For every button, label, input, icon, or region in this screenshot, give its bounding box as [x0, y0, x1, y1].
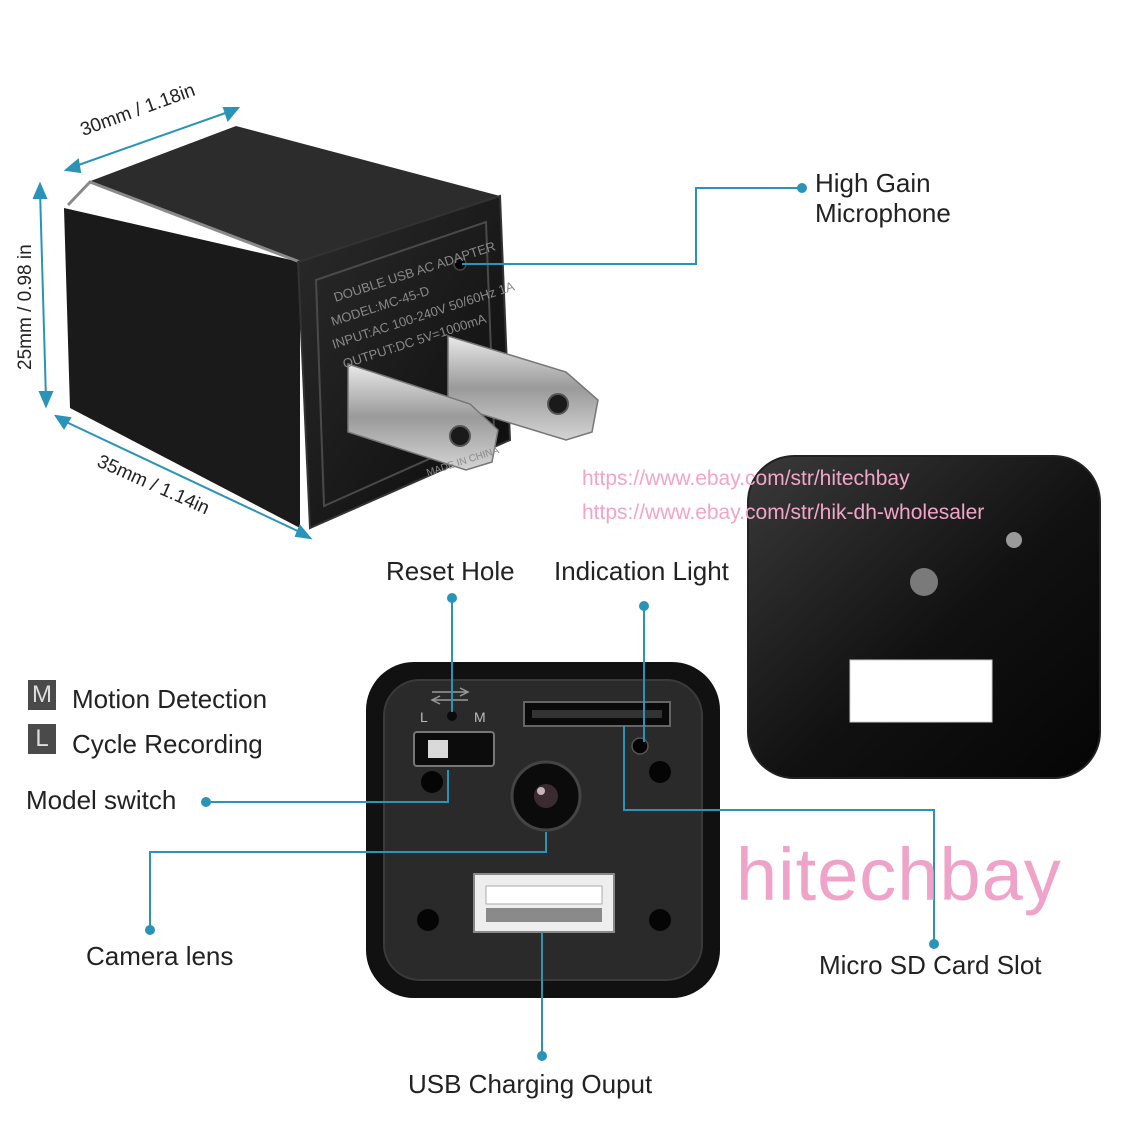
- front-face-usb-port: [849, 659, 993, 723]
- watermark-brand: hitechbay: [736, 833, 1062, 916]
- cube-top-face: [88, 126, 500, 262]
- switch-mark-m: M: [474, 709, 486, 725]
- legend-label-cycle: Cycle Recording: [72, 729, 263, 759]
- leader-camera-lens: [149, 832, 547, 928]
- label-camera-lens: Camera lens: [86, 941, 234, 971]
- watermark-url-1: https://www.ebay.com/str/hitechbay: [582, 467, 910, 490]
- label-usb-output: USB Charging Ouput: [408, 1069, 653, 1099]
- label-reset-hole: Reset Hole: [386, 556, 515, 586]
- screw-hole-icon: [649, 761, 671, 783]
- indication-light-hole: [631, 737, 649, 755]
- screw-hole-icon: [417, 909, 439, 931]
- dim-line-depth: [61, 419, 305, 535]
- dim-label-height: 25mm / 0.98 in: [15, 244, 36, 370]
- device-front-face: [747, 455, 1101, 779]
- legend-key-motion: M: [28, 680, 56, 710]
- label-sd-slot: Micro SD Card Slot: [819, 950, 1042, 980]
- label-microphone-line2: Microphone: [815, 198, 951, 228]
- dim-line-width: [69, 109, 235, 169]
- mode-switch-knob: [428, 740, 448, 758]
- legend-key-cycle: L: [28, 724, 56, 754]
- leader-microphone: [462, 187, 800, 265]
- screw-hole-icon: [421, 771, 443, 793]
- watermark-url-2: https://www.ebay.com/str/hik-dh-wholesal…: [582, 501, 985, 524]
- device-bottom-view: L M: [366, 662, 720, 998]
- front-face-camera-icon: [910, 568, 938, 596]
- cube-left-face: [64, 208, 300, 528]
- callout-dots: [145, 183, 939, 1061]
- label-microphone-line1: High Gain: [815, 168, 931, 198]
- adapter-cube: [64, 126, 599, 530]
- dim-line-height: [39, 189, 47, 401]
- label-model-switch: Model switch: [26, 785, 177, 815]
- front-face-indicator-icon: [1006, 532, 1022, 548]
- leader-sd-slot: [623, 726, 935, 944]
- dimension-lines: [32, 107, 313, 540]
- callout-lines: [149, 187, 935, 1056]
- label-indication-light: Indication Light: [554, 556, 729, 586]
- legend-label-motion: Motion Detection: [72, 684, 268, 714]
- leader-model-switch: [206, 770, 449, 803]
- mode-switch: [413, 731, 495, 767]
- screw-hole-icon: [649, 909, 671, 931]
- switch-mark-l: L: [420, 709, 428, 725]
- switch-arrows-icon: [430, 687, 470, 705]
